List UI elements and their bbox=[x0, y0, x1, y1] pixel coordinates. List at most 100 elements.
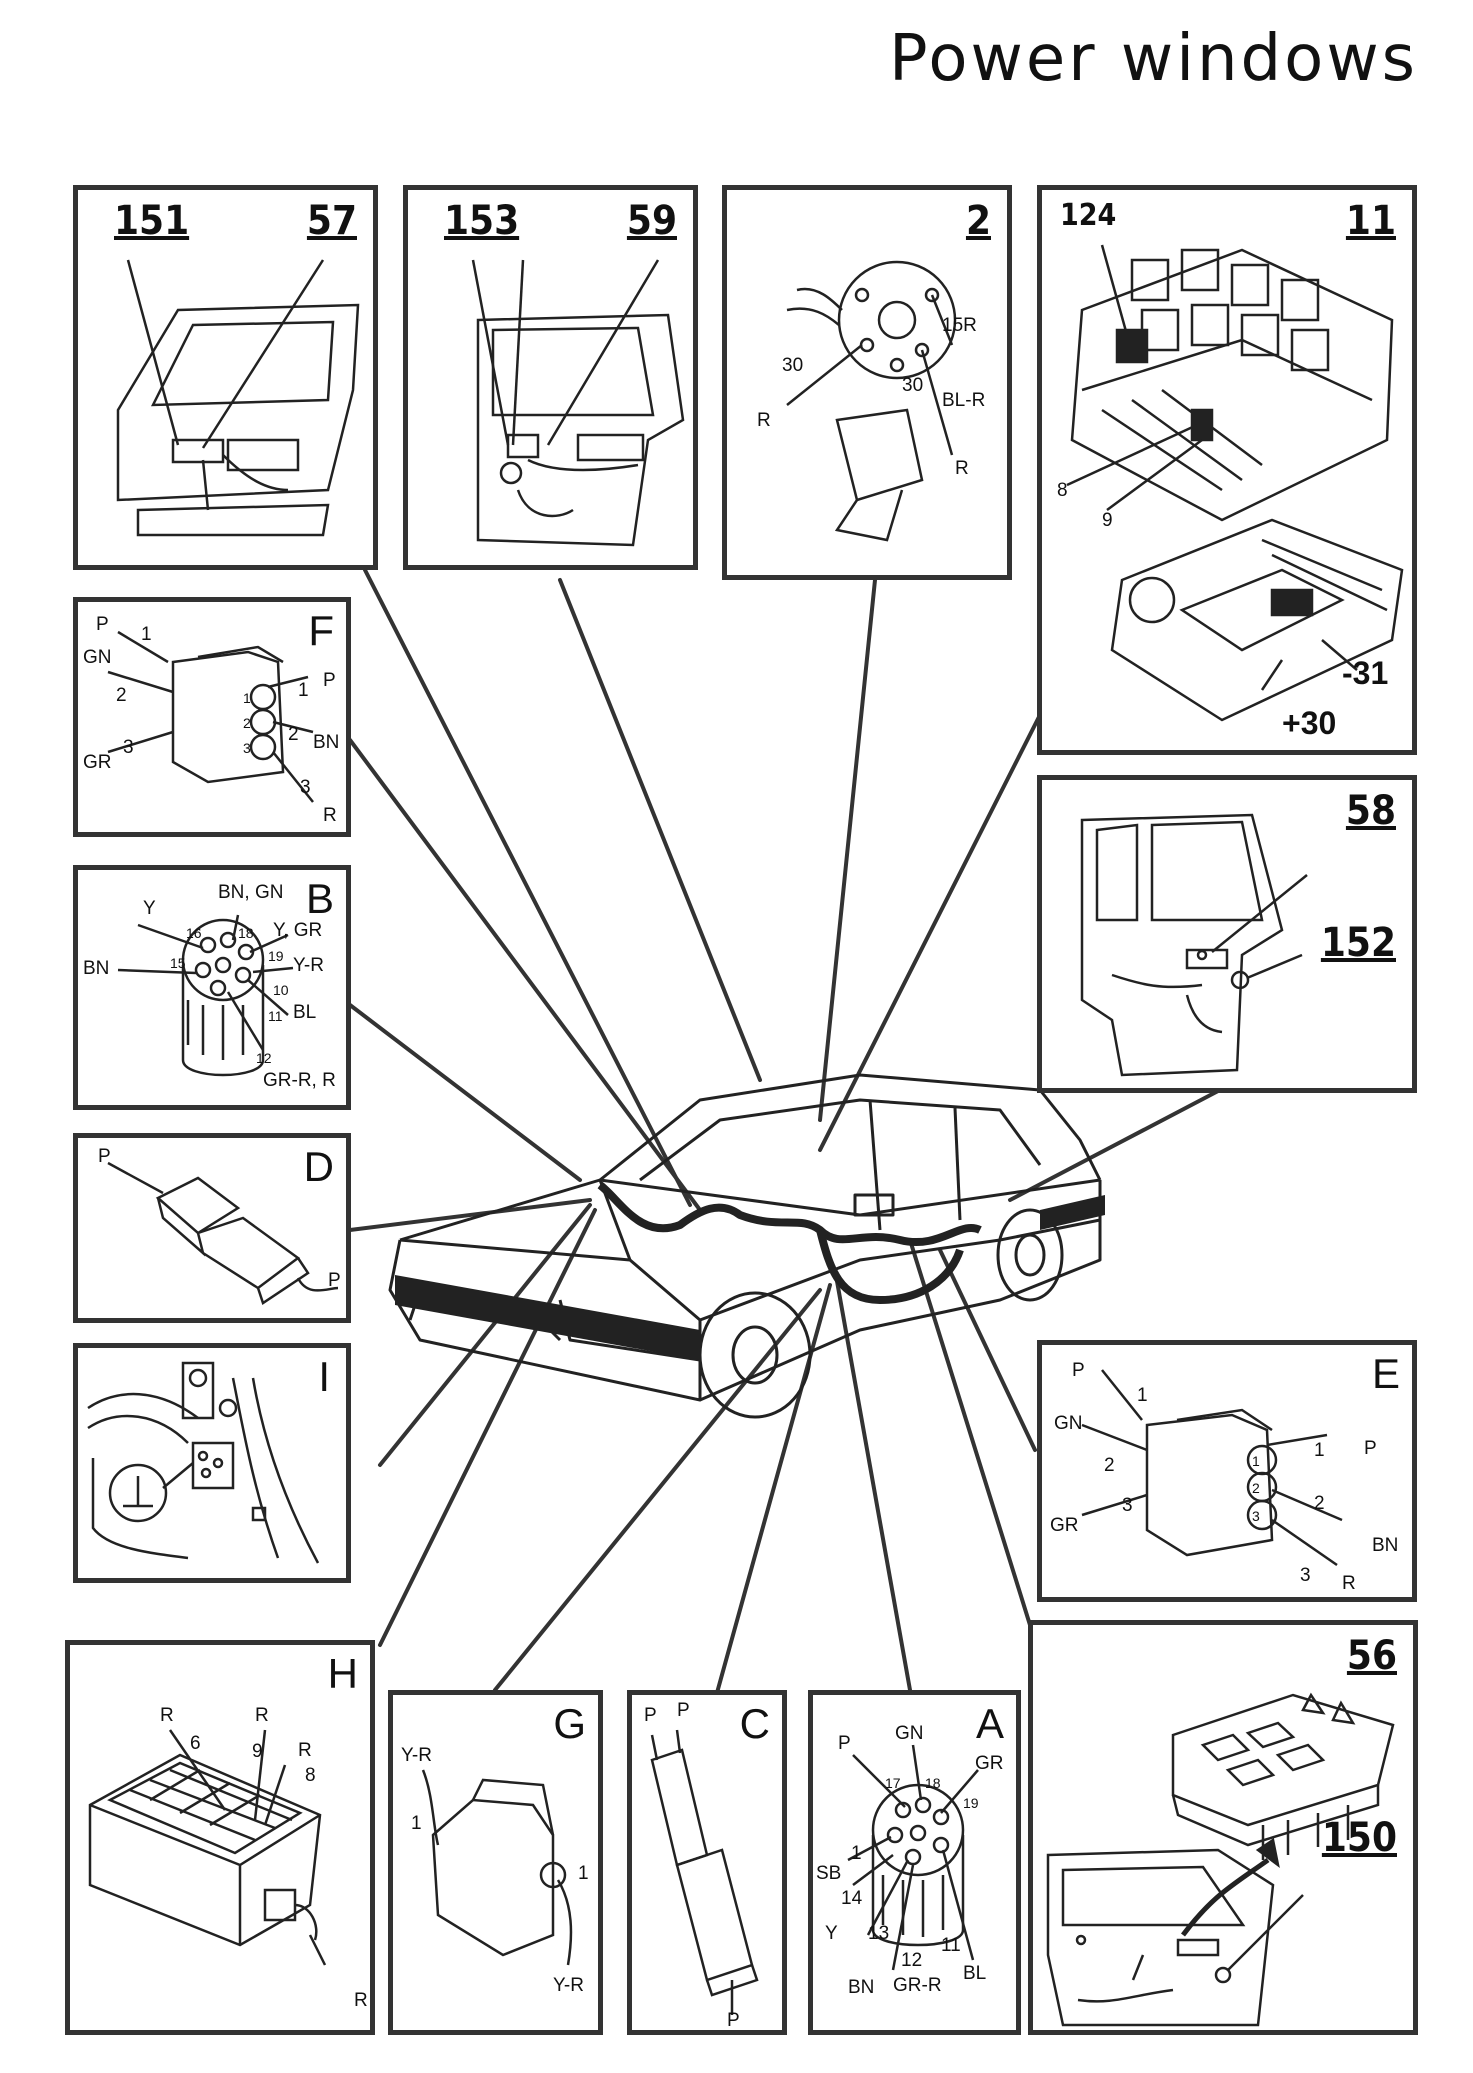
ref-153: 153 bbox=[444, 198, 520, 244]
ref-11: 11 bbox=[1345, 198, 1396, 244]
A-wire-P: P bbox=[838, 1733, 851, 1754]
switch-56-150-drawing bbox=[1046, 1692, 1395, 2027]
D-wire-P-top: P bbox=[98, 1146, 111, 1167]
A-wire-Y: Y bbox=[825, 1923, 838, 1944]
wire-R-right: R bbox=[955, 458, 969, 479]
A-pin-19: 19 bbox=[963, 1795, 979, 1811]
rear-door-58-152-drawing bbox=[1080, 813, 1308, 1077]
panel-connector-A: A GN P GR 17 18 19 1 SB 14 13 Y 12 11 BN… bbox=[808, 1690, 1021, 2035]
ground-point-drawing bbox=[87, 1361, 320, 1564]
panel-connector-H: H R R 6 9 R 8 R bbox=[65, 1640, 375, 2035]
panel-rear-door-58-152: 58 152 bbox=[1037, 775, 1417, 1093]
connector-D-drawing bbox=[107, 1161, 339, 1305]
F-pin-3: 3 bbox=[243, 740, 251, 756]
B-wire-BN: BN bbox=[83, 958, 110, 979]
panel-rear-door-153-59: 153 59 bbox=[403, 185, 698, 570]
panel-letter-G: G bbox=[553, 1700, 586, 1747]
B-wire-Y: Y bbox=[143, 898, 156, 919]
B-wire-Y-R: Y-R bbox=[293, 955, 324, 976]
panel-letter-H: H bbox=[327, 1650, 358, 1697]
B-pin-10: 10 bbox=[273, 982, 289, 998]
A-wire-BN: BN bbox=[848, 1977, 875, 1998]
connector-C-drawing bbox=[650, 1729, 759, 2015]
A-pin-14: 14 bbox=[841, 1888, 863, 1909]
wire-15R: 15R bbox=[942, 315, 977, 336]
connector-H-drawing bbox=[88, 1729, 327, 1966]
E-wire-1-right: 1 bbox=[1314, 1440, 1325, 1461]
F-pin-2: 2 bbox=[243, 715, 251, 731]
A-pin-1: 1 bbox=[851, 1843, 862, 1864]
G-pin-1-left: 1 bbox=[411, 1813, 422, 1834]
page-title: Power windows bbox=[889, 22, 1418, 96]
G-wire-Y-R-top: Y-R bbox=[401, 1745, 432, 1766]
panel-connector-D: D P P bbox=[73, 1133, 351, 1323]
B-pin-11: 11 bbox=[268, 1008, 283, 1024]
ref-152: 152 bbox=[1320, 920, 1396, 966]
F-wire-BN: BN bbox=[313, 732, 340, 753]
connector-G-drawing bbox=[421, 1769, 573, 1966]
A-pin-12: 12 bbox=[901, 1950, 923, 1971]
F-wire-R: R bbox=[323, 805, 337, 826]
connector-E-drawing bbox=[1081, 1369, 1343, 1567]
connector-A-drawing bbox=[847, 1744, 979, 1971]
ignition-switch-drawing bbox=[786, 260, 957, 542]
A-wire-GR: GR bbox=[975, 1753, 1004, 1774]
panel-letter-A: A bbox=[975, 1700, 1004, 1747]
B-wire-Y-GR: Y, GR bbox=[273, 920, 323, 941]
C-wire-P-1: P bbox=[644, 1705, 657, 1726]
ref-59: 59 bbox=[626, 198, 677, 244]
E-wire-3: 3 bbox=[1122, 1495, 1133, 1516]
A-pin-18: 18 bbox=[925, 1775, 941, 1791]
E-wire-3-right: 3 bbox=[1300, 1565, 1311, 1586]
pin-9: 9 bbox=[1102, 510, 1113, 531]
E-wire-R: R bbox=[1342, 1573, 1356, 1594]
E-pin-1: 1 bbox=[1252, 1453, 1260, 1469]
F-wire-3-right: 3 bbox=[300, 777, 311, 798]
H-wire-R-1: R bbox=[160, 1705, 174, 1726]
A-wire-BL: BL bbox=[963, 1963, 987, 1984]
H-pin-6: 6 bbox=[190, 1733, 201, 1754]
F-wire-2: 2 bbox=[116, 685, 127, 706]
A-wire-GN: GN bbox=[895, 1723, 924, 1744]
B-pin-16: 16 bbox=[186, 925, 202, 941]
connector-F-drawing bbox=[107, 630, 314, 803]
ref-124: 124 bbox=[1060, 198, 1117, 233]
E-pin-2: 2 bbox=[1252, 1480, 1260, 1496]
H-pin-9: 9 bbox=[252, 1741, 263, 1762]
B-pin-18: 18 bbox=[238, 925, 254, 941]
wire-30-right: 30 bbox=[902, 375, 924, 396]
rear-door-drawing bbox=[471, 259, 685, 547]
A-pin-11: 11 bbox=[941, 1935, 961, 1956]
panel-ignition-switch-2: 2 15R 30 30 BL-R R R bbox=[722, 185, 1012, 580]
panel-letter-E: E bbox=[1371, 1350, 1400, 1397]
E-wire-BN: BN bbox=[1372, 1535, 1399, 1556]
D-wire-P-bottom: P bbox=[328, 1270, 341, 1291]
ref-57: 57 bbox=[306, 198, 357, 244]
A-pin-17: 17 bbox=[885, 1775, 901, 1791]
panel-switch-56-150: 56 150 bbox=[1028, 1620, 1418, 2035]
panel-letter-F: F bbox=[308, 607, 334, 654]
panel-ground-point-I: I bbox=[73, 1343, 351, 1583]
H-pin-8: 8 bbox=[305, 1765, 316, 1786]
B-wire-GR-R-R: GR-R, R bbox=[263, 1070, 336, 1091]
wire-30-left: 30 bbox=[782, 355, 804, 376]
panel-connector-G: G Y-R 1 1 Y-R bbox=[388, 1690, 603, 2035]
F-wire-GN: GN bbox=[83, 647, 112, 668]
panel-connector-F: F P 1 GN 2 GR 3 1 P 2 BN 3 R 1 2 3 bbox=[73, 597, 351, 837]
A-wire-SB: SB bbox=[816, 1863, 842, 1884]
E-wire-GN: GN bbox=[1054, 1413, 1083, 1434]
A-pin-13: 13 bbox=[868, 1923, 890, 1944]
F-wire-1-right: 1 bbox=[298, 680, 309, 701]
B-wire-BL: BL bbox=[293, 1002, 317, 1023]
ref-151: 151 bbox=[114, 198, 190, 244]
G-pin-1-right: 1 bbox=[578, 1863, 589, 1884]
H-wire-R-2: R bbox=[255, 1705, 269, 1726]
B-pin-12: 12 bbox=[256, 1050, 272, 1066]
C-wire-P-2: P bbox=[677, 1700, 690, 1721]
wire-BL-R: BL-R bbox=[942, 390, 986, 411]
E-wire-P: P bbox=[1072, 1360, 1085, 1381]
B-pin-15: 15 bbox=[170, 955, 186, 971]
ref-2: 2 bbox=[965, 198, 991, 244]
panel-connector-C: C P P P bbox=[627, 1690, 787, 2035]
